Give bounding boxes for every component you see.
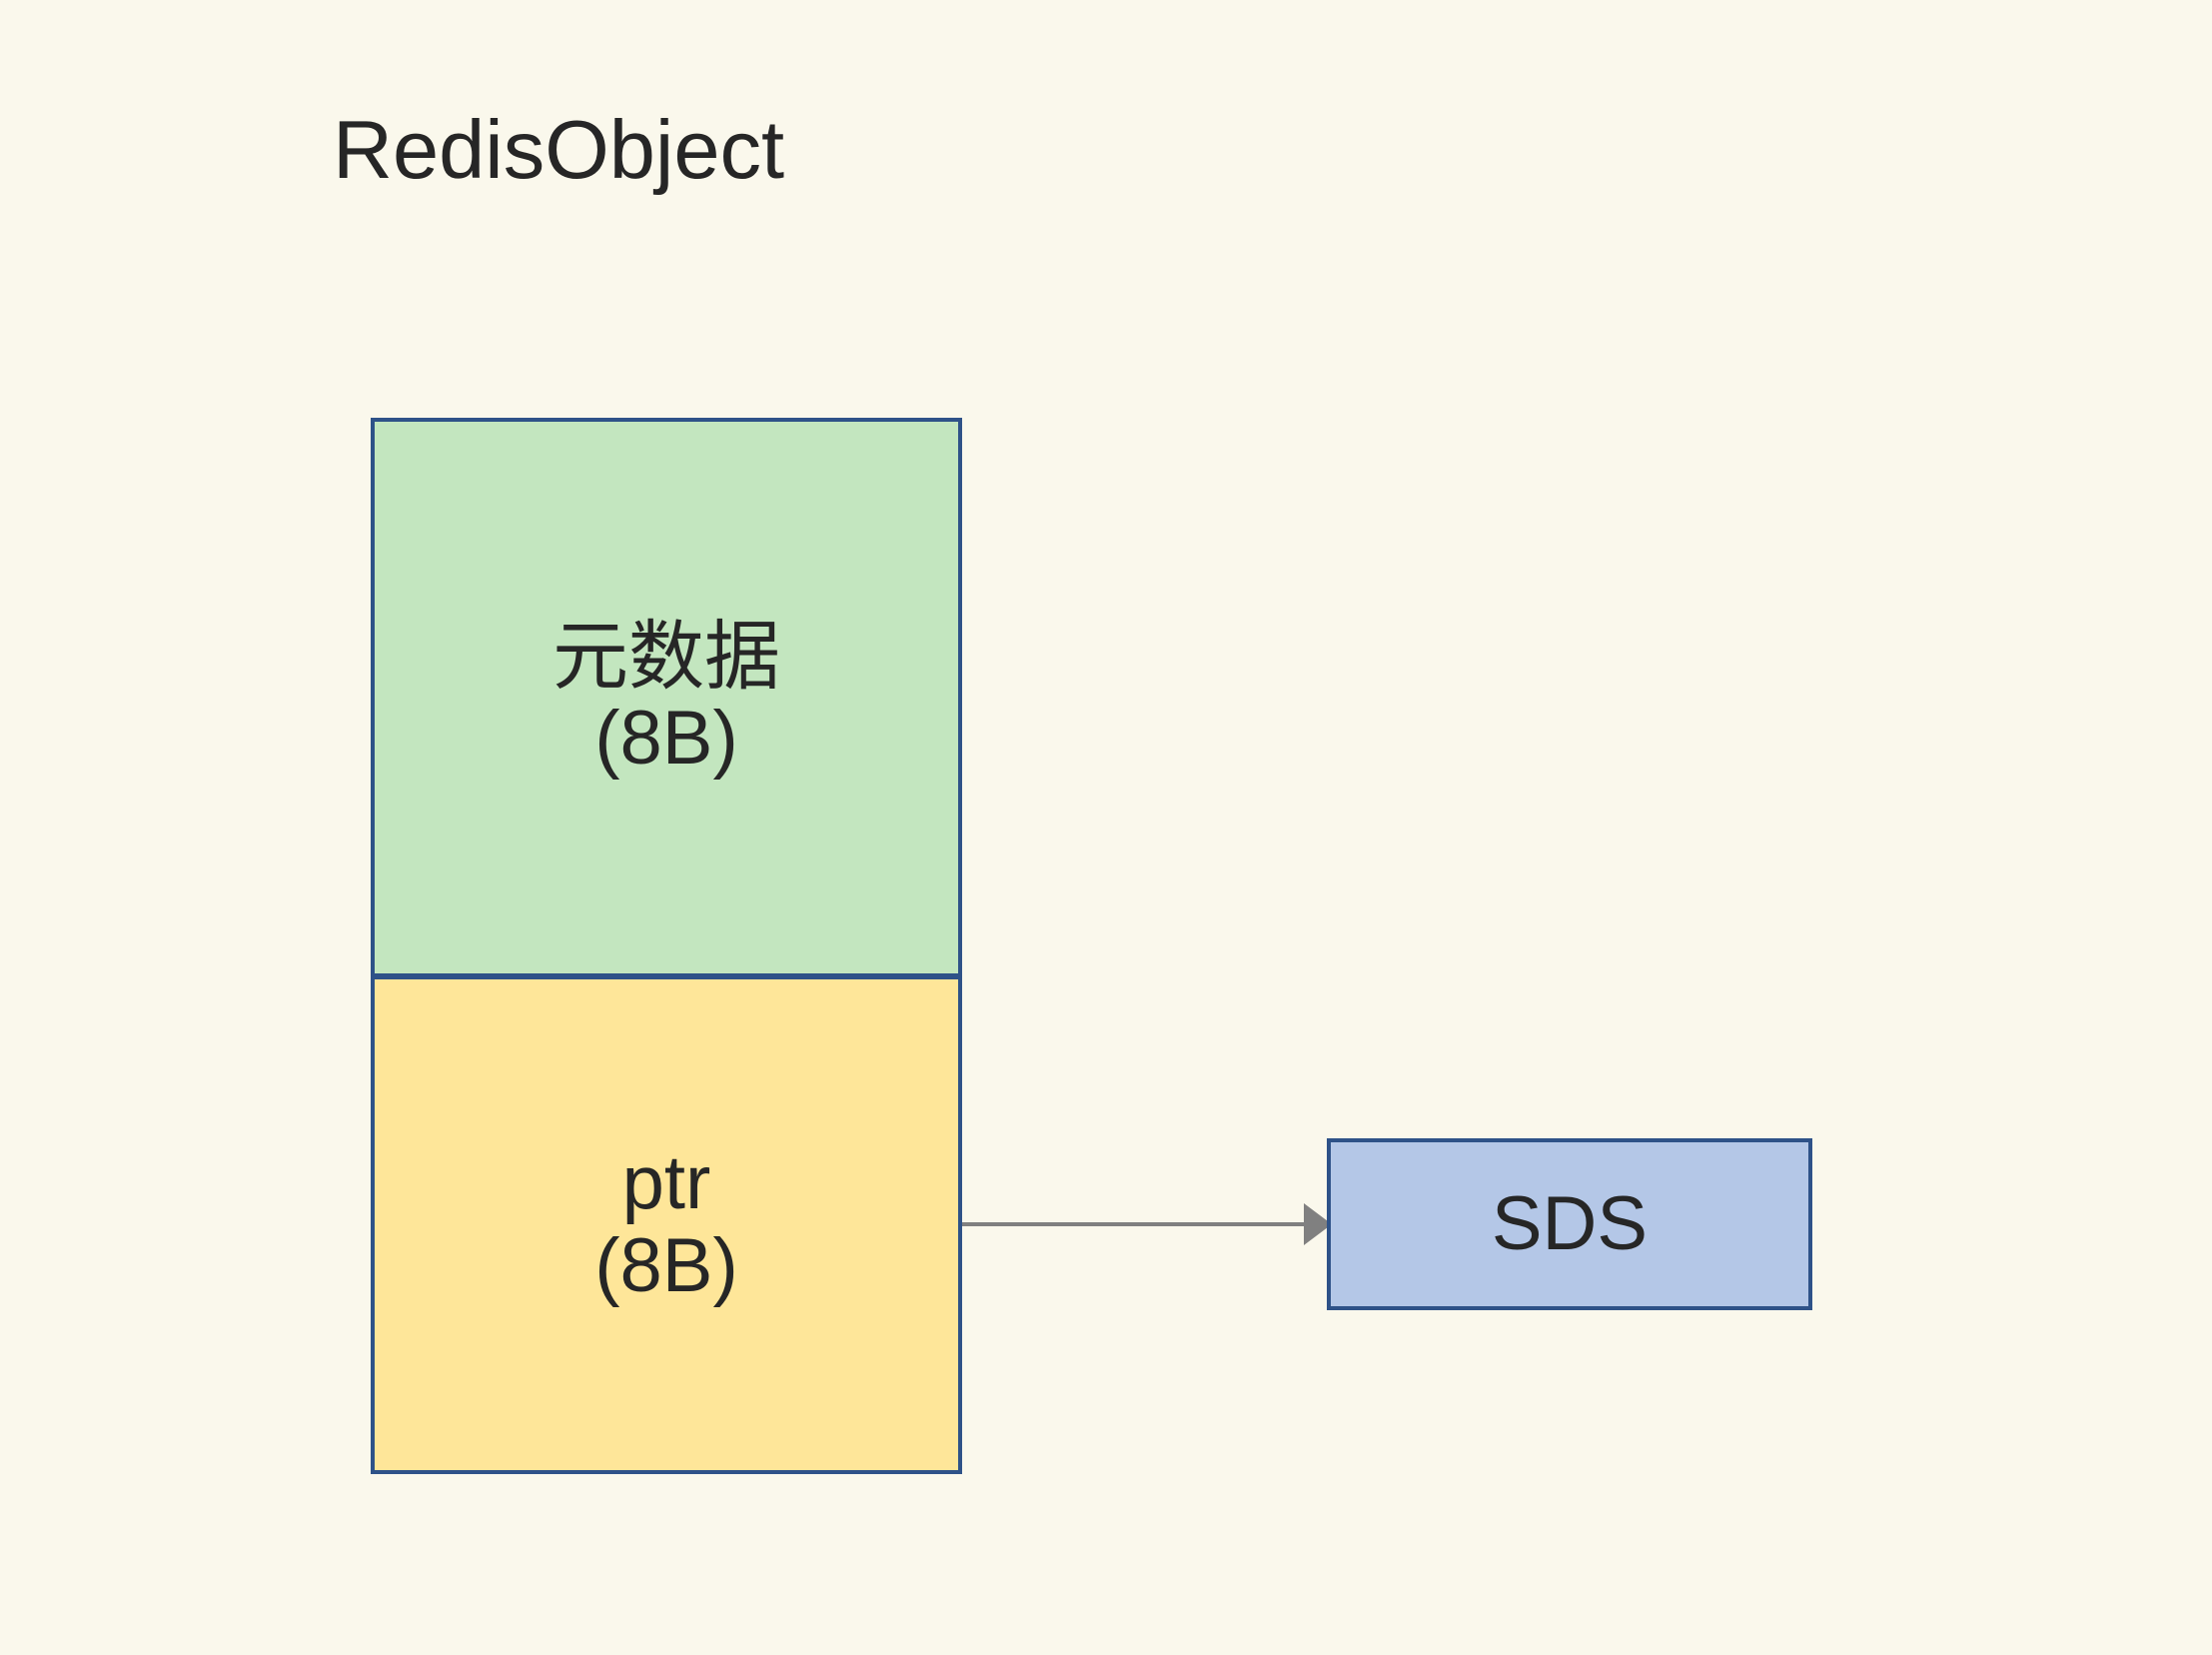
sds-box[interactable]: SDS (1327, 1138, 1812, 1310)
sds-box-label: SDS (1491, 1181, 1649, 1266)
ptr-cell-size: (8B) (594, 1222, 738, 1308)
metadata-cell[interactable]: 元数据 (8B) (371, 418, 962, 976)
metadata-cell-label: 元数据 (553, 611, 780, 701)
page-title: RedisObject (333, 103, 785, 196)
ptr-cell[interactable]: ptr (8B) (371, 976, 962, 1474)
ptr-to-sds-arrow (962, 1189, 1332, 1259)
metadata-cell-size: (8B) (594, 696, 738, 781)
redisobject-struct-box: 元数据 (8B) ptr (8B) (371, 418, 962, 1474)
ptr-cell-label: ptr (621, 1140, 711, 1226)
